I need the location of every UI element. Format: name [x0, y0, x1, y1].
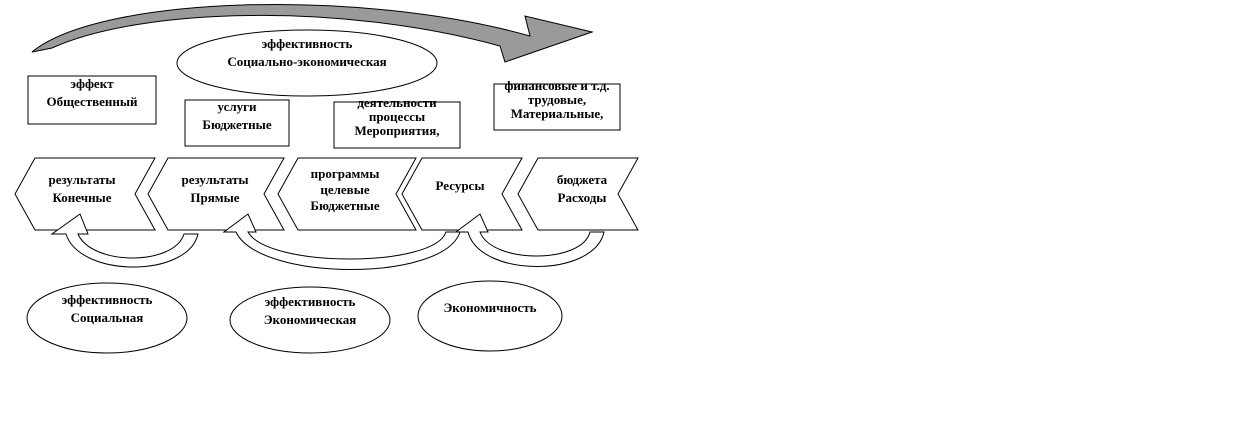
- socio-economic-efficiency-label-1: Социально-экономическая: [227, 54, 386, 69]
- resources-types-label-3: финансовые и т.д.: [504, 78, 609, 93]
- resources-types-box: [493, 83, 621, 131]
- loop-arrow-economic: [222, 213, 461, 270]
- social-efficiency-ellipse: [26, 282, 188, 354]
- activities-label-1: Мероприятия,: [354, 123, 439, 138]
- economic-efficiency-ellipse: [229, 286, 391, 354]
- budget-services-label-1: Бюджетные: [202, 117, 271, 132]
- resources-types-label-2: трудовые,: [528, 92, 586, 107]
- resources-types-label-1: Материальные,: [511, 106, 604, 121]
- loop-arrow-social: [50, 213, 199, 268]
- social-efficiency-label-1: Социальная: [71, 310, 144, 325]
- resources-chevron: [401, 157, 523, 231]
- economy-ellipse: [417, 280, 563, 352]
- budget-programs-label-3: программы: [311, 166, 380, 181]
- activities-box: [333, 101, 461, 149]
- social-effect-box: [27, 75, 157, 125]
- direct-results-label-2: результаты: [181, 172, 248, 187]
- socio-economic-efficiency-label-2: эффективность: [262, 36, 353, 51]
- activities-label-3: деятельности: [357, 95, 437, 110]
- social-effect-label-1: Общественный: [46, 94, 138, 109]
- economic-efficiency-label-1: Экономическая: [264, 312, 357, 327]
- economic-efficiency-label-2: эффективность: [265, 294, 356, 309]
- budget-expenses-chevron: [517, 157, 639, 231]
- big-curved-arrow: [31, 3, 594, 63]
- final-results-label-1: Конечные: [53, 190, 112, 205]
- social-efficiency-label-2: эффективность: [62, 292, 153, 307]
- budget-services-box: [184, 99, 290, 147]
- direct-results-chevron: [147, 157, 285, 231]
- activities-label-2: процессы: [369, 109, 425, 124]
- resources-label: Ресурсы: [436, 178, 485, 193]
- final-results-chevron: [14, 157, 156, 231]
- budget-programs-label-2: целевые: [320, 182, 369, 197]
- economy-label: Экономичность: [443, 300, 536, 315]
- final-results-label-2: результаты: [48, 172, 115, 187]
- budget-programs-label-1: Бюджетные: [310, 198, 379, 213]
- budget-expenses-label-2: бюджета: [557, 172, 608, 187]
- direct-results-label-1: Прямые: [190, 190, 239, 205]
- loop-arrow-economy: [454, 213, 605, 267]
- budget-programs-chevron: [277, 157, 417, 231]
- budget-expenses-label-1: Расходы: [558, 190, 607, 205]
- budget-services-label-2: услуги: [217, 99, 257, 114]
- diagram-rotated-group: Социально-экономическая эффективность Об…: [14, 3, 639, 354]
- socio-economic-efficiency-ellipse: [176, 29, 438, 97]
- social-effect-label-2: эффект: [70, 76, 114, 91]
